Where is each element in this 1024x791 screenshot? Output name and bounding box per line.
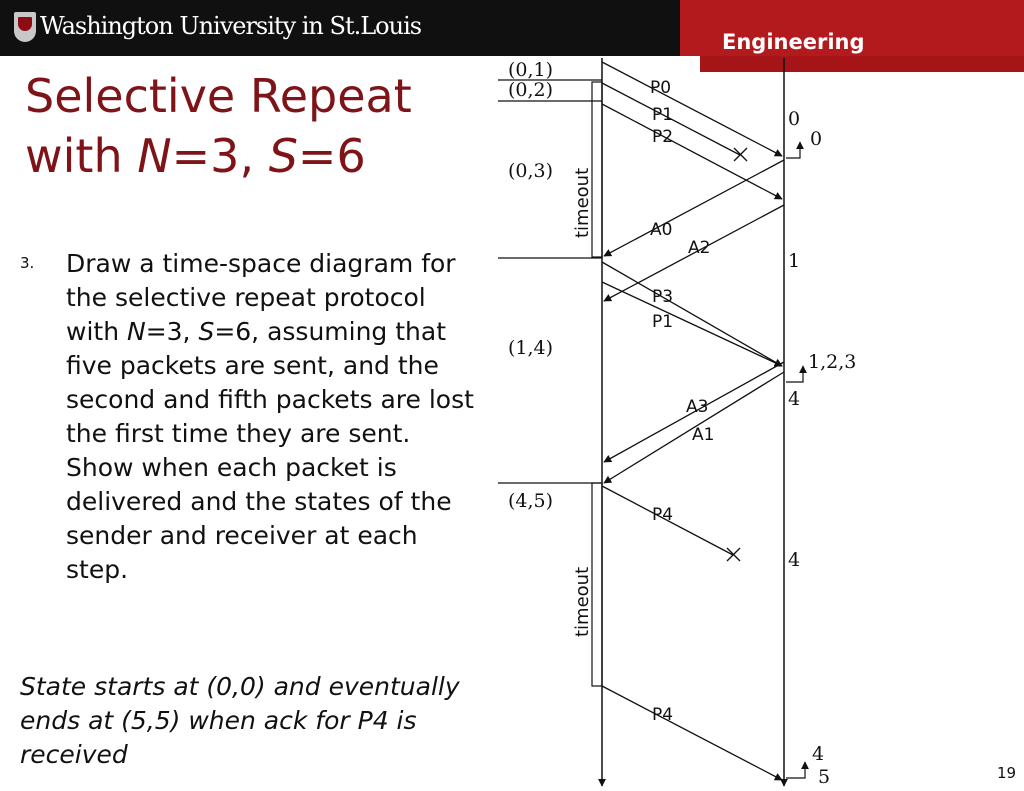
receiver-state-0b: 0 — [810, 128, 822, 150]
receiver-state-1: 1 — [788, 250, 800, 272]
label-p0: P0 — [650, 78, 671, 98]
label-p1-retransmit: P1 — [652, 312, 673, 332]
receiver-state-5: 5 — [818, 766, 830, 788]
label-p2: P2 — [652, 127, 673, 147]
page-number: 19 — [997, 764, 1017, 782]
question-part-3: =6, assuming that five packets are sent,… — [66, 317, 474, 584]
timeout-label-2: timeout — [572, 567, 593, 637]
question-part-1: Draw a time-space diagram for the select… — [66, 249, 456, 346]
timeout-label-1: timeout — [572, 168, 593, 238]
university-name: Washington University in St.Louis — [40, 12, 422, 40]
lost-marker-p1-icon — [733, 147, 748, 162]
label-p4: P4 — [652, 505, 673, 525]
question-n-symbol: N — [127, 317, 146, 346]
question-number: 3. — [20, 254, 35, 272]
sender-state-0-3: (0,3) — [508, 160, 553, 182]
sender-state-0-2: (0,2) — [508, 79, 553, 101]
label-a2: A2 — [688, 238, 710, 258]
receiver-state-0a: 0 — [788, 108, 800, 130]
title-s-value: =6 — [297, 129, 366, 183]
receiver-step-arrow-1 — [786, 141, 804, 159]
question-s-symbol: S — [198, 317, 215, 346]
timeout-box-1 — [591, 81, 603, 258]
receiver-state-4a: 4 — [788, 388, 800, 410]
ack-a1-arrow — [603, 371, 785, 484]
title-with: with — [25, 129, 138, 183]
packet-p0-arrow — [601, 61, 783, 157]
ack-a2-arrow — [603, 204, 785, 302]
label-p1: P1 — [652, 105, 673, 125]
title-n-symbol: N — [137, 129, 172, 183]
title-n-value: =3, — [171, 129, 269, 183]
sender-state-0-1: (0,1) — [508, 59, 553, 81]
ack-a0-arrow — [603, 159, 785, 257]
packet-p1-retransmit-arrow — [601, 281, 783, 367]
packet-p3-arrow — [601, 261, 783, 367]
footnote-text: State starts at (0,0) and eventually end… — [20, 672, 460, 769]
receiver-step-arrow-2 — [786, 365, 807, 383]
lost-marker-p4-icon — [726, 547, 741, 562]
receiver-state-4b: 4 — [788, 549, 800, 571]
title-line-1: Selective Repeat — [25, 69, 412, 123]
packet-p4-retransmit-arrow — [601, 685, 783, 781]
packet-p1-lost-arrow — [601, 82, 741, 156]
sender-state-1-4: (1,4) — [508, 337, 553, 359]
receiver-state-4c: 4 — [812, 743, 824, 765]
question-text: Draw a time-space diagram for the select… — [66, 247, 476, 587]
ack-a3-arrow — [603, 361, 785, 463]
department-name: Engineering — [722, 30, 865, 54]
receiver-step-arrow-3 — [786, 761, 809, 779]
timeout-box-2 — [591, 482, 603, 687]
label-a1: A1 — [692, 425, 714, 445]
slide-title: Selective Repeat with N=3, S=6 — [25, 66, 412, 186]
title-s-symbol: S — [268, 129, 298, 183]
engineering-banner — [680, 0, 1024, 56]
label-a0: A0 — [650, 220, 672, 240]
university-shield-icon — [14, 12, 36, 42]
label-a3: A3 — [686, 397, 708, 417]
receiver-state-1-2-3: 1,2,3 — [808, 351, 856, 373]
packet-p2-arrow — [601, 103, 783, 200]
question-part-2: =3, — [145, 317, 199, 346]
label-p4-retransmit: P4 — [652, 705, 673, 725]
sender-state-4-5: (4,5) — [508, 490, 553, 512]
label-p3: P3 — [652, 287, 673, 307]
packet-p4-lost-arrow — [601, 485, 734, 556]
